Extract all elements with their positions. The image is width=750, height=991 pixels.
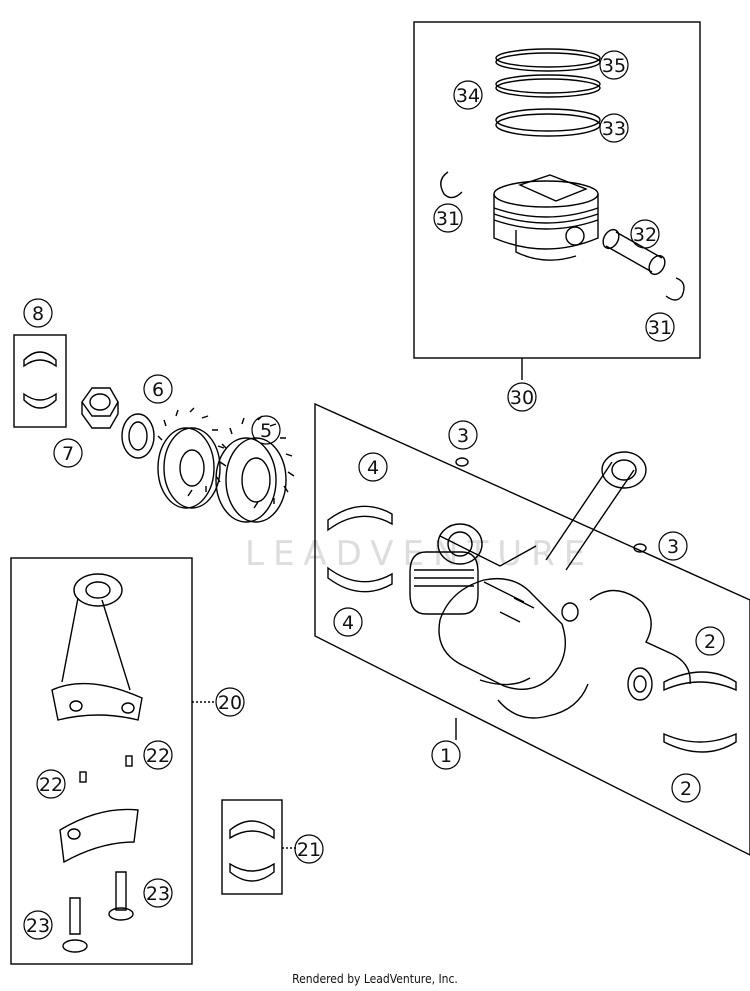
svg-text:3: 3	[667, 536, 679, 558]
circlip-bottom	[665, 277, 685, 301]
svg-text:35: 35	[602, 55, 626, 77]
svg-text:21: 21	[297, 839, 321, 861]
gear-small	[157, 407, 227, 509]
callout-3-top: 3	[448, 420, 478, 450]
callout-20: 20	[215, 687, 245, 717]
callout-5: 5	[251, 415, 281, 445]
svg-text:30: 30	[510, 387, 534, 409]
callout-2-bottom: 2	[671, 773, 701, 803]
bearing-shell-2	[663, 671, 737, 753]
svg-text:8: 8	[32, 303, 44, 325]
callouts: 35 34 33 31 32 31 30 8 6 5 7 3 4 3 4 2 2…	[23, 50, 725, 940]
callout-23-left: 23	[23, 910, 53, 940]
callout-32: 32	[630, 219, 660, 249]
gear-large	[215, 415, 295, 523]
callout-21: 21	[294, 834, 324, 864]
footer-credit: Rendered by LeadVenture, Inc.	[292, 972, 458, 986]
pin-22-b	[79, 771, 87, 783]
svg-text:23: 23	[26, 915, 50, 937]
bearing-shell-4	[327, 505, 393, 593]
nut	[81, 387, 119, 429]
svg-text:31: 31	[648, 317, 672, 339]
conrod	[51, 573, 143, 721]
piston-group-box	[413, 21, 701, 359]
svg-text:4: 4	[342, 612, 354, 634]
callout-22-right: 22	[143, 740, 173, 770]
svg-text:5: 5	[260, 420, 272, 442]
dowel-pin-3-right	[633, 543, 647, 553]
callout-4-bottom: 4	[333, 607, 363, 637]
bearing-box-21	[221, 799, 283, 895]
svg-text:33: 33	[602, 118, 626, 140]
conrod-group-box	[10, 557, 193, 965]
crankshaft-box	[314, 402, 750, 856]
bearing-box-8	[13, 334, 67, 428]
callout-3-right: 3	[658, 531, 688, 561]
svg-text:20: 20	[218, 692, 242, 714]
callout-4-top: 4	[358, 452, 388, 482]
svg-text:3: 3	[457, 425, 469, 447]
callout-33: 33	[599, 113, 629, 143]
dowel-pin-3-top	[455, 457, 469, 467]
callout-6: 6	[143, 374, 173, 404]
circlip-top	[440, 171, 463, 199]
callout-35: 35	[599, 50, 629, 80]
pin-22-a	[125, 755, 133, 767]
callout-22-left: 22	[36, 769, 66, 799]
piston-pin	[602, 228, 666, 276]
svg-text:22: 22	[146, 745, 170, 767]
svg-text:23: 23	[146, 883, 170, 905]
svg-text:2: 2	[704, 631, 716, 653]
piston	[493, 174, 599, 261]
svg-text:31: 31	[436, 208, 460, 230]
svg-text:2: 2	[680, 778, 692, 800]
callout-8: 8	[23, 298, 53, 328]
callout-2-top: 2	[695, 626, 725, 656]
crankshaft	[409, 451, 691, 719]
callout-34: 34	[453, 80, 483, 110]
watermark: LEADVENTURE	[245, 534, 594, 574]
svg-text:6: 6	[152, 379, 164, 401]
svg-text:22: 22	[39, 774, 63, 796]
conrod-cap	[59, 808, 139, 864]
svg-text:34: 34	[456, 85, 480, 107]
conrod-bolts	[62, 871, 134, 953]
callout-31-top: 31	[433, 203, 463, 233]
svg-text:32: 32	[633, 224, 657, 246]
washer	[121, 413, 155, 459]
piston-rings	[495, 48, 601, 137]
callout-30: 30	[507, 382, 537, 412]
callout-23-right: 23	[143, 878, 173, 908]
svg-text:1: 1	[440, 745, 452, 767]
svg-text:4: 4	[367, 457, 379, 479]
callout-1: 1	[431, 740, 461, 770]
svg-text:7: 7	[62, 443, 74, 465]
callout-7: 7	[53, 438, 83, 468]
callout-31-bottom: 31	[645, 312, 675, 342]
